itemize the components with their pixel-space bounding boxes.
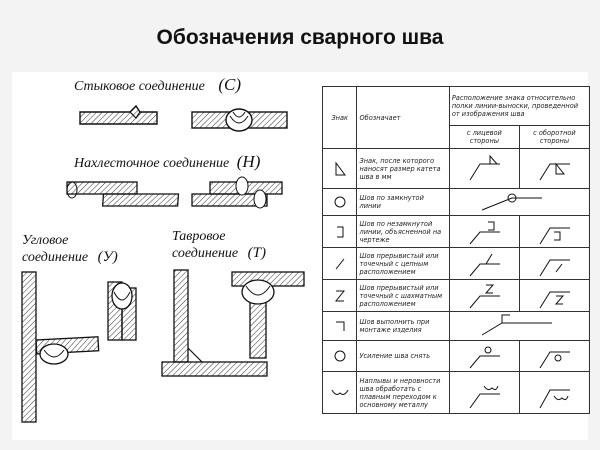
butt-joint-v-prep	[79, 104, 158, 125]
page-title: Обозначения сварного шва	[156, 26, 444, 49]
table-row: Шов прерывистый или точечный с цепным ра…	[321, 247, 591, 280]
butt-joint-code: (С)	[218, 75, 242, 94]
header-placement: Расположение знака относительно полки ли…	[448, 86, 591, 126]
front-symbol	[448, 247, 520, 280]
table-header-row: Знак Обозначает Расположение знака относ…	[321, 86, 591, 149]
slash-icon	[321, 247, 358, 280]
front-symbol	[448, 215, 520, 248]
tee-joint-label-line1: Тавровое	[172, 229, 226, 244]
front-symbol	[448, 279, 520, 312]
corner-joint-label: Угловое соединение (У)	[22, 232, 118, 266]
tee-joint-welded	[231, 271, 305, 359]
butt-joint-label: Стыковое соединение (С)	[74, 75, 241, 95]
front-symbol	[448, 148, 520, 189]
lap-joint-label: Нахлесточное соединение (Н)	[74, 152, 260, 172]
table-row: Наплывы и неровности шва обработать с пл…	[321, 371, 591, 414]
lap-joint-code: (Н)	[236, 152, 261, 171]
header-front: с лицевой стороны	[448, 125, 520, 149]
corner-joint-open	[21, 271, 100, 423]
back-symbol	[518, 371, 591, 414]
row-meaning: Усиление шва снять	[356, 340, 450, 372]
table-row: Шов прерывистый или точечный с шахматным…	[321, 279, 591, 312]
row-meaning: Шов прерывистый или точечный с цепным ра…	[356, 247, 450, 280]
butt-joint-label-text: Стыковое соединение	[74, 79, 205, 94]
lap-joint-label-text: Нахлесточное соединение	[74, 156, 230, 171]
lap-joint-welded	[191, 176, 283, 209]
tee-joint-open	[161, 269, 268, 377]
row-meaning: Шов прерывистый или точечный с шахматным…	[356, 279, 450, 312]
slide-content: Стыковое соединение (С)	[12, 72, 591, 440]
row-meaning: Шов по незамкнутой линии, объясненной на…	[356, 215, 450, 248]
header-meaning: Обозначает	[356, 86, 450, 149]
z-icon	[321, 279, 358, 312]
reinforcement-icon	[321, 340, 358, 372]
row-meaning: Шов по замкнутой линии	[356, 188, 450, 216]
table-row: Шов по незамкнутой линии, объясненной на…	[321, 215, 591, 248]
table-row: Знак, после которого наносят размер кате…	[321, 148, 591, 189]
row-meaning: Знак, после которого наносят размер кате…	[356, 148, 450, 189]
bracket-icon	[321, 215, 358, 248]
corner-joint-label-line2: соединение	[22, 250, 89, 265]
back-symbol	[518, 279, 591, 312]
table-row: Усиление шва снять	[321, 340, 591, 372]
joint-diagrams: Стыковое соединение (С)	[12, 72, 317, 440]
tee-joint-label-line2: соединение	[172, 246, 239, 261]
header-sign: Знак	[321, 86, 358, 149]
back-symbol	[518, 215, 591, 248]
table-row: Шов выполнить при монтаже изделия	[321, 311, 591, 341]
row-meaning: Шов выполнить при монтаже изделия	[356, 311, 450, 341]
back-symbol	[518, 148, 591, 189]
butt-joint-drawing	[21, 104, 305, 423]
mounting-symbol	[448, 311, 591, 341]
corner-joint-label-line1: Угловое	[22, 233, 69, 248]
circle-icon	[321, 188, 358, 216]
front-symbol	[448, 340, 520, 372]
lap-joint-open	[66, 181, 180, 207]
butt-joint-welded	[191, 108, 288, 132]
corner-joint-code: (У)	[97, 249, 118, 265]
smooth-transition-icon	[321, 371, 358, 414]
triangle-icon	[321, 148, 358, 189]
front-symbol	[448, 371, 520, 414]
tee-joint-label: Тавровое соединение (Т)	[172, 228, 266, 262]
corner-joint-welded	[107, 281, 137, 341]
header-back: с оборотной стороны	[518, 125, 591, 149]
back-symbol	[518, 247, 591, 280]
table-row: Шов по замкнутой линии	[321, 188, 591, 216]
closed-line-symbol	[448, 188, 591, 216]
row-meaning: Наплывы и неровности шва обработать с пл…	[356, 371, 450, 414]
weld-symbols-table: Знак Обозначает Расположение знака относ…	[321, 86, 591, 414]
back-symbol	[518, 340, 591, 372]
corner-flag-icon	[321, 311, 358, 341]
tee-joint-code: (Т)	[247, 245, 266, 261]
